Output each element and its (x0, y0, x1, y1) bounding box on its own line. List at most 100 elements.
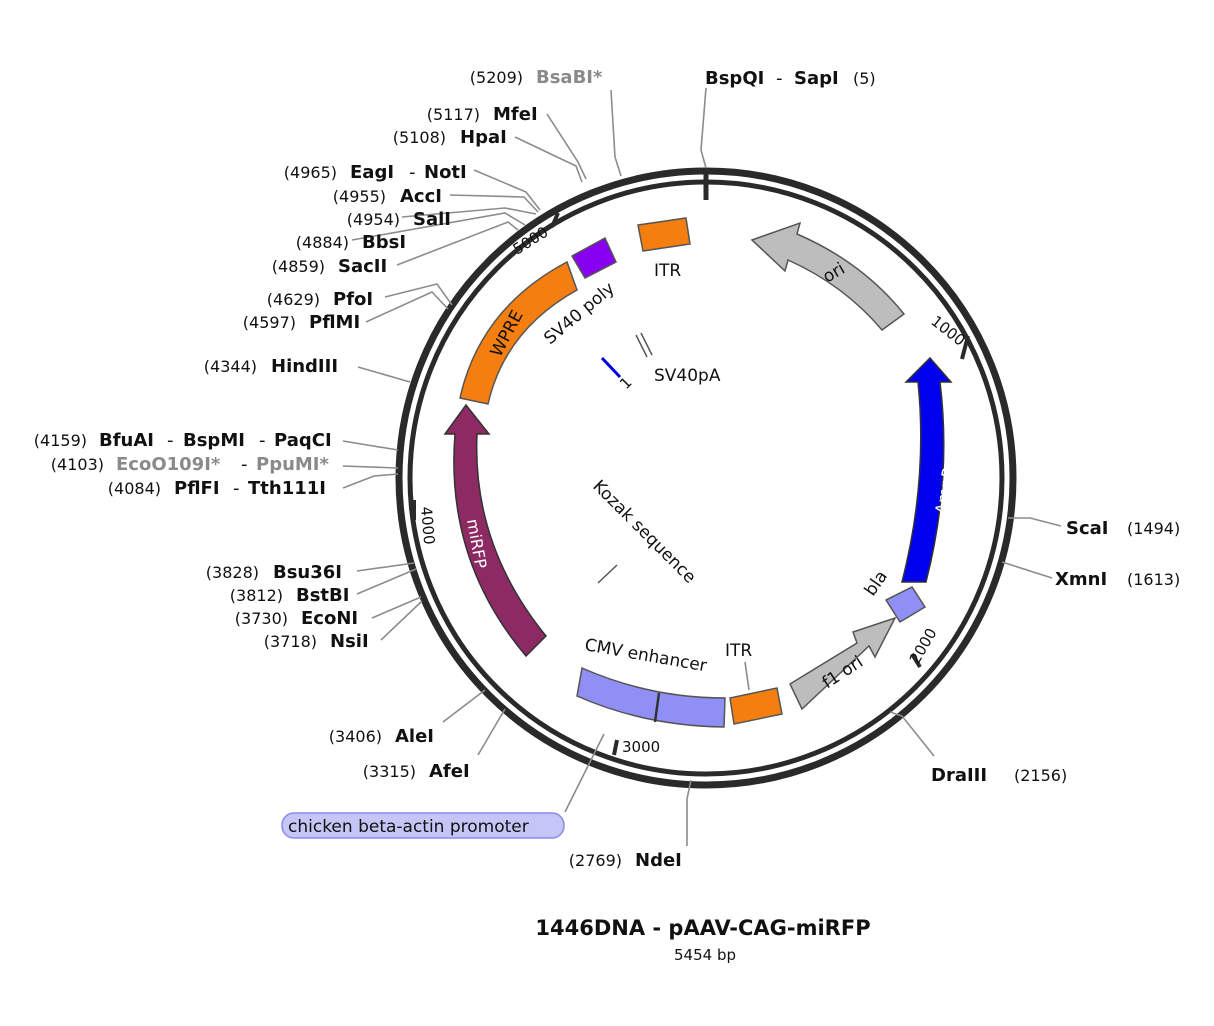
site-label-hpai: (5108) HpaI (393, 127, 507, 148)
svg-text:(2769): (2769) (569, 851, 622, 870)
site-label-afei: (3315) AfeI (363, 761, 470, 782)
svg-text:(4629): (4629) (267, 290, 320, 309)
svg-text:DraIII: DraIII (931, 765, 987, 786)
tick-label-1000: 1000 (928, 312, 969, 350)
svg-text:Bsu36I: Bsu36I (273, 562, 342, 583)
svg-text:(5): (5) (853, 69, 876, 88)
site-label-ndei: (2769) NdeI (569, 850, 682, 871)
sv40pa-mark-1 (635, 334, 648, 358)
svg-text:(4159): (4159) (34, 431, 87, 450)
svg-text:-: - (167, 430, 174, 451)
tick-mark-2000 (910, 652, 922, 669)
kozak-mark (597, 564, 618, 584)
site-label-bsu36i: (3828) Bsu36I (206, 562, 342, 583)
svg-text:(4344): (4344) (204, 357, 257, 376)
map-subtitle: 5454 bp (674, 946, 736, 964)
site-label-sacii: (4859) SacII (272, 256, 387, 277)
ori-feature (750, 221, 906, 332)
leader-pflfi (342, 473, 399, 489)
leader-scai (1008, 517, 1062, 527)
site-label-nsii: (3718) NsiI (264, 631, 369, 652)
cmv-feature-divider (653, 692, 661, 723)
site-label-scai: ScaI (1494) (1066, 518, 1180, 539)
itr-bottom-leader (744, 661, 750, 691)
svg-text:Tth111I: Tth111I (248, 478, 326, 499)
svg-text:(5108): (5108) (393, 128, 446, 147)
sv40pa-label: SV40pA (654, 366, 721, 386)
svg-text:(2156): (2156) (1014, 766, 1067, 785)
svg-text:(4955): (4955) (333, 187, 386, 206)
svg-text:BsaBI*: BsaBI* (536, 67, 603, 88)
site-label-xmni: XmnI (1613) (1055, 569, 1180, 590)
site-label-bfuai-bspmi-paqci: (4159) BfuAI - BspMI - PaqCI (34, 430, 332, 451)
leader-sali (401, 207, 537, 218)
promoter-leader (564, 733, 605, 813)
leader-bsu36i (356, 562, 415, 572)
svg-text:NdeI: NdeI (635, 850, 682, 871)
svg-text:PflMI: PflMI (309, 312, 360, 333)
leader-acci (449, 194, 539, 213)
bla-feature (884, 586, 927, 624)
svg-text:NsiI: NsiI (330, 631, 369, 652)
promoter-box (281, 812, 565, 839)
tick-label-2000: 2000 (906, 625, 941, 667)
site-label-acci: (4955) AccI (333, 186, 442, 207)
site-label-mfei: (5117) MfeI (427, 104, 538, 125)
position-one-mark (600, 356, 622, 379)
svg-text:BspMI: BspMI (183, 430, 245, 451)
leader-alei (442, 689, 486, 723)
site-label-bspqi-sapi: BspQI - SapI (5) (705, 68, 876, 89)
svg-text:-: - (409, 162, 416, 183)
svg-text:(4954): (4954) (347, 210, 400, 229)
leader-sacii (396, 221, 519, 266)
svg-text:-: - (259, 430, 266, 451)
leader-economi (371, 596, 422, 619)
tick-mark-3000 (612, 739, 619, 756)
svg-text:AccI: AccI (400, 186, 442, 207)
svg-text:-: - (241, 454, 248, 475)
svg-text:BfuAI: BfuAI (99, 430, 154, 451)
kozak-label: Kozak sequence (588, 476, 699, 587)
wpre-feature (459, 260, 578, 405)
svg-text:PflFI: PflFI (174, 478, 220, 499)
svg-text:(1494): (1494) (1127, 519, 1180, 538)
svg-text:HindIII: HindIII (271, 356, 338, 377)
leader-hpai (514, 136, 583, 183)
svg-text:HpaI: HpaI (460, 127, 507, 148)
site-label-pfoi: (4629) PfoI (267, 289, 373, 310)
svg-text:ScaI: ScaI (1066, 518, 1108, 539)
itr-top-label: ITR (654, 261, 681, 281)
svg-text:(4084): (4084) (108, 479, 161, 498)
mirfp-feature (443, 403, 548, 658)
svg-text:(3812): (3812) (230, 586, 283, 605)
svg-text:(4597): (4597) (243, 313, 296, 332)
svg-text:(4965): (4965) (284, 163, 337, 182)
svg-text:-: - (776, 68, 783, 89)
site-label-draiii: DraIII (2156) (931, 765, 1067, 786)
site-label-economi: (3730) EcoNI (235, 608, 358, 629)
svg-text:(3730): (3730) (235, 609, 288, 628)
map-title: 1446DNA - pAAV-CAG-miRFP (535, 916, 870, 940)
bla-label: bla (861, 567, 892, 600)
svg-text:(3718): (3718) (264, 632, 317, 651)
cmv-enhancer-feature (576, 666, 726, 728)
leader-eagi-noti (473, 169, 541, 211)
itr-bottom-feature (729, 687, 783, 725)
leader-bfuai (342, 440, 399, 451)
cmv-enhancer-label: CMV enhancer (583, 635, 708, 676)
leader-pflmi (365, 291, 449, 323)
svg-text:(4859): (4859) (272, 257, 325, 276)
svg-text:PfoI: PfoI (333, 289, 373, 310)
tick-label-4000: 4000 (417, 506, 438, 546)
ampr-feature (901, 356, 953, 583)
site-label-pflfi-tth111i: (4084) PflFI - Tth111I (108, 478, 326, 499)
leader-bspqi-sapi (700, 87, 707, 169)
svg-text:AleI: AleI (395, 726, 434, 747)
leader-bstbi (356, 568, 417, 595)
leader-bsabi (610, 89, 622, 177)
svg-text:PaqCI: PaqCI (274, 430, 332, 451)
svg-text:(3406): (3406) (329, 727, 382, 746)
leader-afei (477, 708, 506, 756)
promoter-label: chicken beta-actin promoter (288, 817, 529, 837)
